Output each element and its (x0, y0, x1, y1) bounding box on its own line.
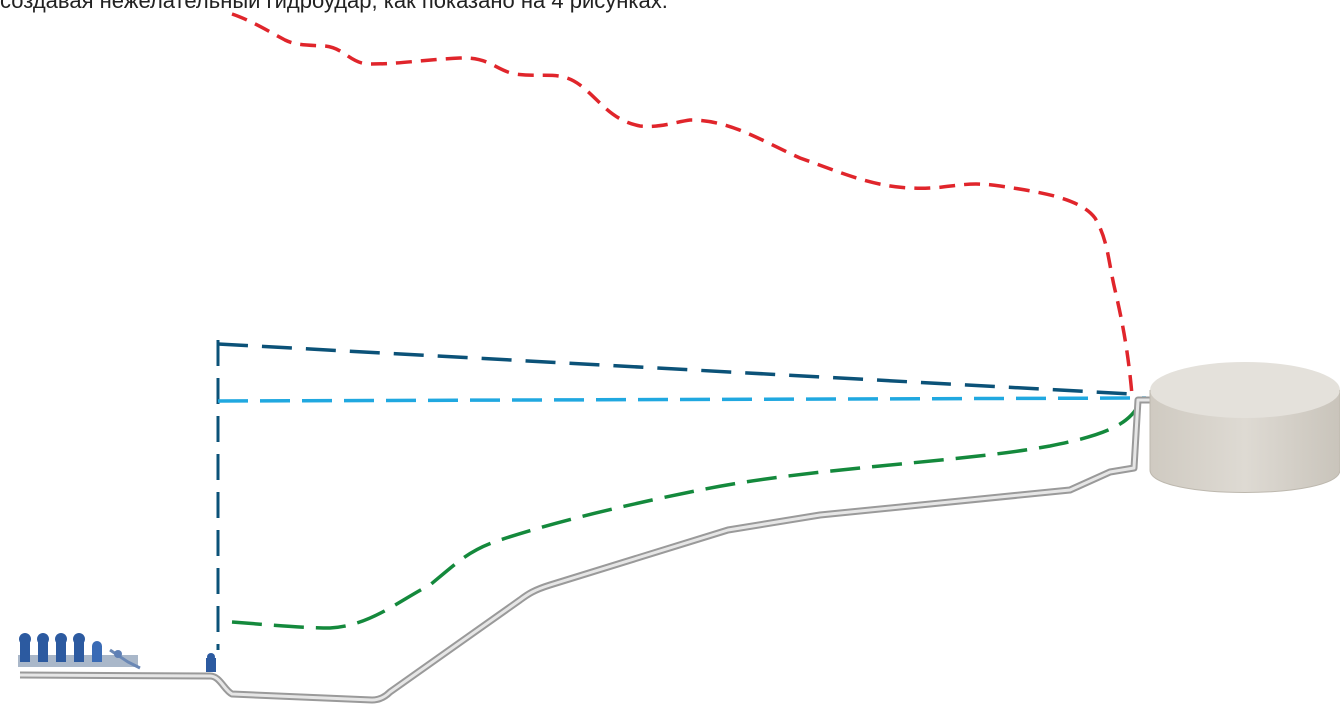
reservoir-tank-icon (1149, 362, 1340, 493)
hydraulic-grade-line (231, 401, 1142, 630)
check-valve-icon (206, 653, 216, 672)
transient-pressure-line (231, 12, 1134, 396)
pump-station-icon (18, 633, 141, 670)
upper-grade-line (217, 342, 1133, 396)
pipeline (19, 396, 1150, 704)
caption-text: создавая нежелательный гидроудар, как по… (0, 0, 668, 13)
static-level-line (217, 396, 1147, 403)
